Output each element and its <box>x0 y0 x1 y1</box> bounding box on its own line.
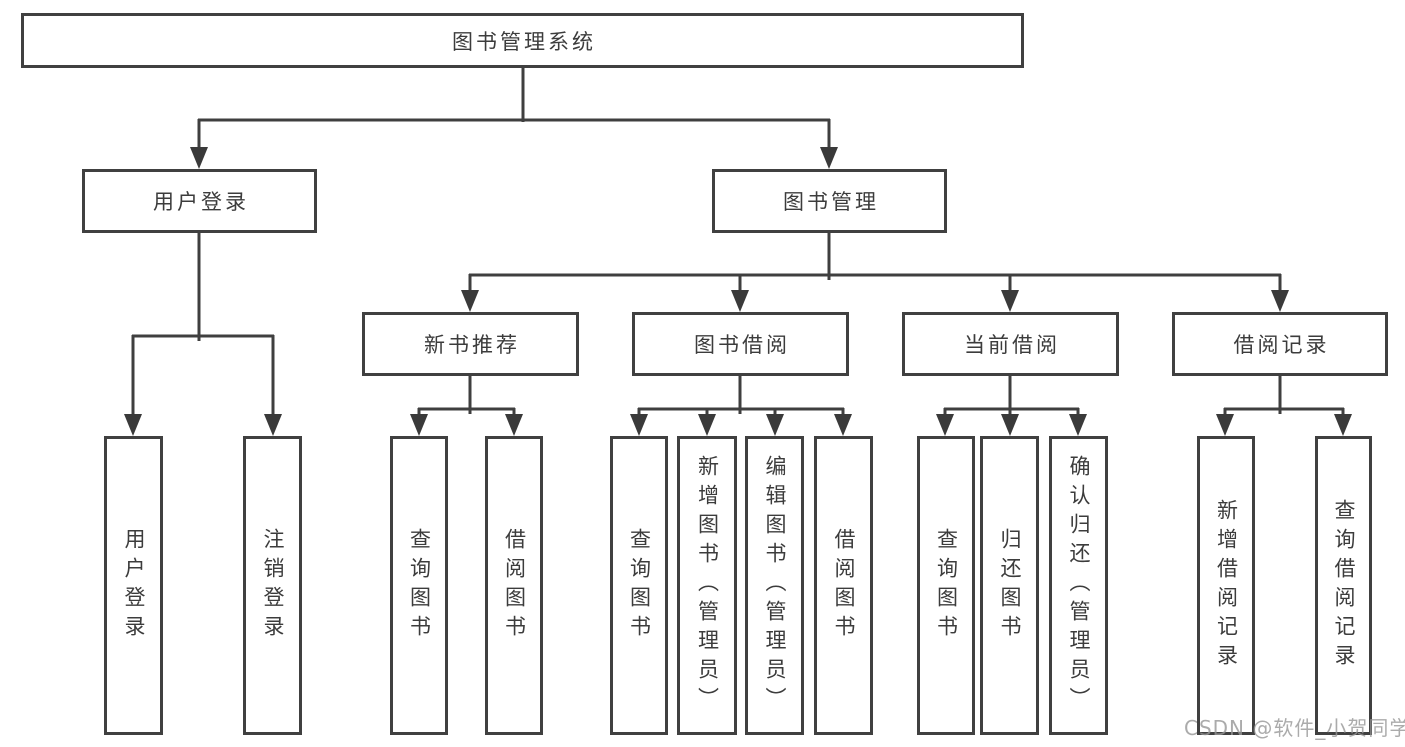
node-book-mgmt-label: 图书管理 <box>783 190 879 214</box>
arrow-down-icon <box>461 290 479 312</box>
node-leaf-logout: 注销登录 <box>243 436 302 735</box>
arrow-down-icon <box>1216 414 1234 436</box>
node-current-query-label: 查询图书 <box>934 527 959 644</box>
node-borrow-add-admin: 新增图书（管理员） <box>677 436 737 735</box>
node-book-mgmt: 图书管理 <box>712 169 947 233</box>
arrow-down-icon <box>936 414 954 436</box>
node-record-add-label: 新增借阅记录 <box>1214 498 1239 673</box>
arrow-down-icon <box>1271 290 1289 312</box>
arrow-down-icon <box>264 414 282 436</box>
node-current-confirm-admin: 确认归还（管理员） <box>1049 436 1108 735</box>
node-book-borrow: 图书借阅 <box>632 312 849 376</box>
node-leaf-user-login-label: 用户登录 <box>122 527 146 644</box>
node-current-borrow: 当前借阅 <box>902 312 1119 376</box>
node-current-query: 查询图书 <box>917 436 975 735</box>
node-current-confirm-admin-label: 确认归还（管理员） <box>1067 455 1091 716</box>
node-current-return: 归还图书 <box>980 436 1039 735</box>
node-root-label: 图书管理系统 <box>452 29 596 54</box>
arrowheads <box>124 147 1352 436</box>
node-borrow-edit-admin: 编辑图书（管理员） <box>745 436 804 735</box>
node-record-add: 新增借阅记录 <box>1197 436 1255 735</box>
node-record-query-label: 查询借阅记录 <box>1332 498 1356 673</box>
arrow-down-icon <box>630 414 648 436</box>
arrow-down-icon <box>410 414 428 436</box>
node-newbook-query-label: 查询图书 <box>407 527 432 644</box>
arrow-down-icon <box>820 147 838 169</box>
node-root: 图书管理系统 <box>21 13 1024 68</box>
node-newbook-borrow-label: 借阅图书 <box>502 527 527 644</box>
node-borrow-borrow-label: 借阅图书 <box>832 527 856 644</box>
arrow-down-icon <box>190 147 208 169</box>
arrow-down-icon <box>698 414 716 436</box>
node-book-borrow-label: 图书借阅 <box>694 333 790 357</box>
arrow-down-icon <box>1334 414 1352 436</box>
arrow-down-icon <box>505 414 523 436</box>
arrow-down-icon <box>1069 414 1087 436</box>
node-newbook-query: 查询图书 <box>390 436 448 735</box>
node-borrow-query: 查询图书 <box>610 436 668 735</box>
connector-path <box>131 68 1345 416</box>
node-user-login: 用户登录 <box>82 169 317 233</box>
node-borrow-edit-admin-label: 编辑图书（管理员） <box>763 455 787 716</box>
arrow-down-icon <box>834 414 852 436</box>
arrow-down-icon <box>1001 414 1019 436</box>
arrow-down-icon <box>124 414 142 436</box>
watermark: CSDN @软件_小贺同学 <box>1184 716 1405 740</box>
node-leaf-user-login: 用户登录 <box>104 436 163 735</box>
node-current-borrow-label: 当前借阅 <box>964 333 1060 357</box>
node-borrow-add-admin-label: 新增图书（管理员） <box>695 455 720 716</box>
node-new-book: 新书推荐 <box>362 312 579 376</box>
node-borrow-query-label: 查询图书 <box>627 527 652 644</box>
node-borrow-borrow: 借阅图书 <box>814 436 873 735</box>
arrow-down-icon <box>731 290 749 312</box>
node-current-return-label: 归还图书 <box>998 527 1022 644</box>
node-borrow-record: 借阅记录 <box>1172 312 1388 376</box>
arrow-down-icon <box>1001 290 1019 312</box>
node-record-query: 查询借阅记录 <box>1315 436 1372 735</box>
node-borrow-record-label: 借阅记录 <box>1233 333 1330 357</box>
arrow-down-icon <box>766 414 784 436</box>
node-new-book-label: 新书推荐 <box>424 333 520 357</box>
node-leaf-logout-label: 注销登录 <box>261 527 285 644</box>
node-newbook-borrow: 借阅图书 <box>485 436 543 735</box>
node-user-login-label: 用户登录 <box>153 190 249 214</box>
